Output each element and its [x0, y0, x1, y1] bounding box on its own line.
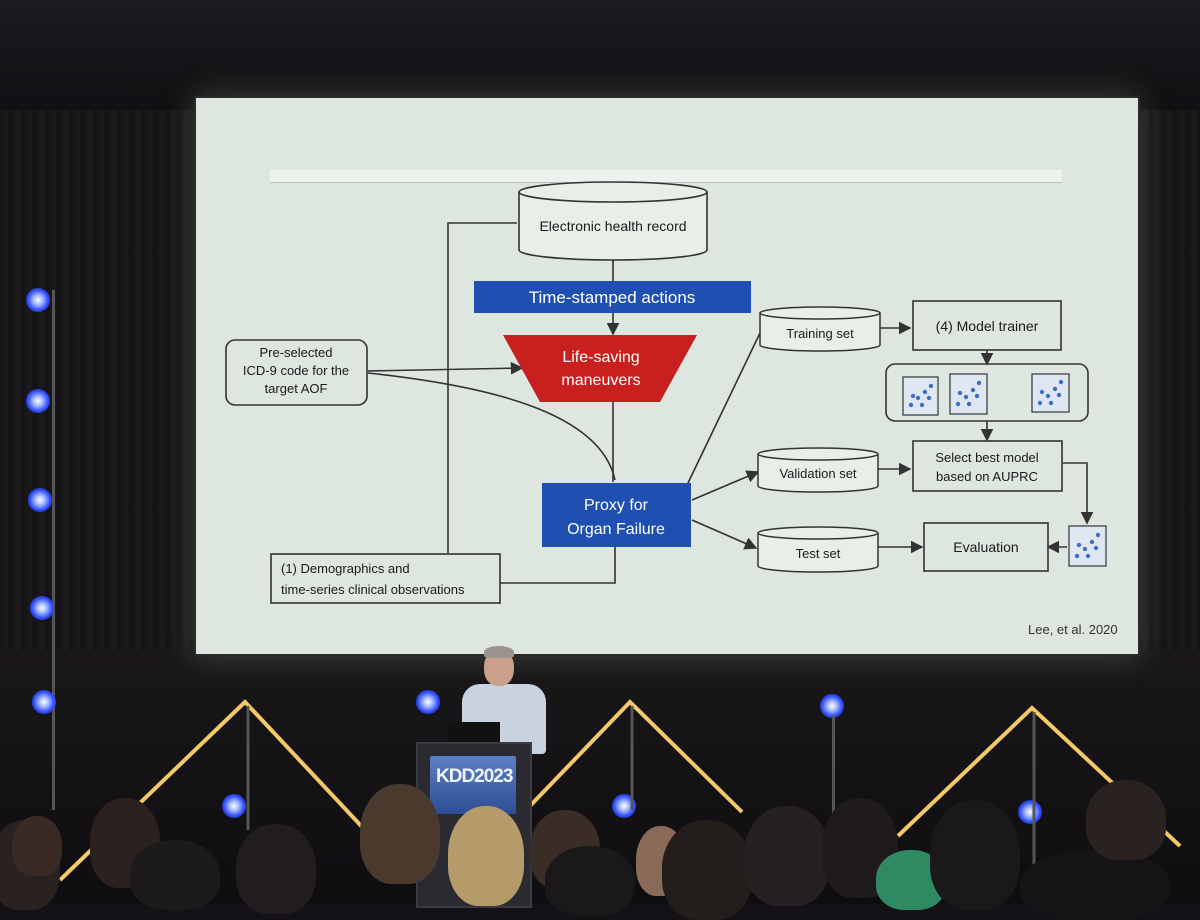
- audience-head: [1086, 780, 1166, 860]
- demographics-line-2: time-series clinical observations: [281, 582, 465, 597]
- slide-header-bar: [270, 170, 1062, 183]
- audience-head: [1020, 850, 1170, 920]
- icd-line-2: ICD-9 code for the: [243, 363, 349, 378]
- audience-head: [448, 806, 524, 906]
- icd-line-1: Pre-selected: [260, 345, 333, 360]
- ehr-database: Electronic health record: [518, 181, 708, 261]
- icd-code-box: [225, 339, 368, 406]
- test-set-db: Test set: [757, 526, 879, 573]
- evaluation-label: Evaluation: [953, 539, 1018, 555]
- blue-light-icon: [26, 389, 50, 413]
- speaker-hair: [484, 646, 514, 658]
- model-icon-1: [902, 376, 939, 416]
- proxy-line-1: Proxy for: [584, 497, 649, 514]
- spotlight-stand: [832, 716, 835, 816]
- lifesaving-line-2: maneuvers: [561, 372, 640, 389]
- lifesaving-line-1: Life-saving: [562, 349, 639, 366]
- audience-head: [360, 784, 440, 884]
- ceiling: [0, 0, 1200, 110]
- select-best-line-1: Select best model: [935, 450, 1038, 465]
- training-set-db: Training set: [759, 306, 881, 352]
- proxy-line-2: Organ Failure: [567, 521, 665, 538]
- ehr-label: Electronic health record: [539, 218, 686, 234]
- model-trainer-box: [912, 300, 1062, 351]
- podium-sign-text: KDD2023: [436, 766, 513, 787]
- blue-light-icon: [30, 596, 54, 620]
- left-light-truss: [52, 290, 55, 810]
- blue-light-icon: [32, 690, 56, 714]
- blue-light-icon: [26, 288, 50, 312]
- best-model-icon: [1068, 525, 1107, 567]
- lifesaving-trapezoid: [503, 335, 697, 402]
- icd-line-3: target AOF: [265, 381, 328, 396]
- validation-set-label: Validation set: [779, 466, 856, 481]
- audience-head: [662, 820, 752, 920]
- training-set-label: Training set: [786, 326, 854, 341]
- model-icon-2: [949, 373, 988, 415]
- stage-spotlight-icon: [416, 690, 440, 714]
- connector-lines: [367, 222, 1094, 584]
- timestamped-label: Time-stamped actions: [529, 288, 696, 307]
- timestamped-banner: [474, 281, 751, 313]
- demographics-box: [270, 553, 501, 604]
- select-best-box: [912, 440, 1063, 492]
- test-set-label: Test set: [796, 546, 841, 561]
- select-best-line-2: based on AUPRC: [936, 469, 1038, 484]
- audience-head: [236, 824, 316, 914]
- proxy-box: [542, 483, 691, 547]
- audience-head: [12, 816, 62, 876]
- audience-head: [130, 840, 220, 910]
- audience: [0, 780, 1200, 920]
- stage-spotlight-icon: [820, 694, 844, 718]
- validation-set-db: Validation set: [757, 447, 879, 493]
- podium-sign: [430, 756, 516, 814]
- stage-spotlight-icon: [1018, 800, 1042, 824]
- laptop: [448, 722, 500, 744]
- demographics-line-1: (1) Demographics and: [281, 561, 410, 576]
- models-container: [885, 363, 1089, 422]
- audience-head: [930, 800, 1020, 910]
- model-trainer-label: (4) Model trainer: [936, 318, 1039, 334]
- audience-head: [545, 846, 635, 916]
- model-icon-3: [1031, 373, 1070, 413]
- slide-citation: Lee, et al. 2020: [1028, 622, 1118, 637]
- audience-head: [744, 806, 830, 906]
- stage-spotlight-icon: [222, 794, 246, 818]
- blue-light-icon: [28, 488, 52, 512]
- evaluation-box: [923, 522, 1049, 572]
